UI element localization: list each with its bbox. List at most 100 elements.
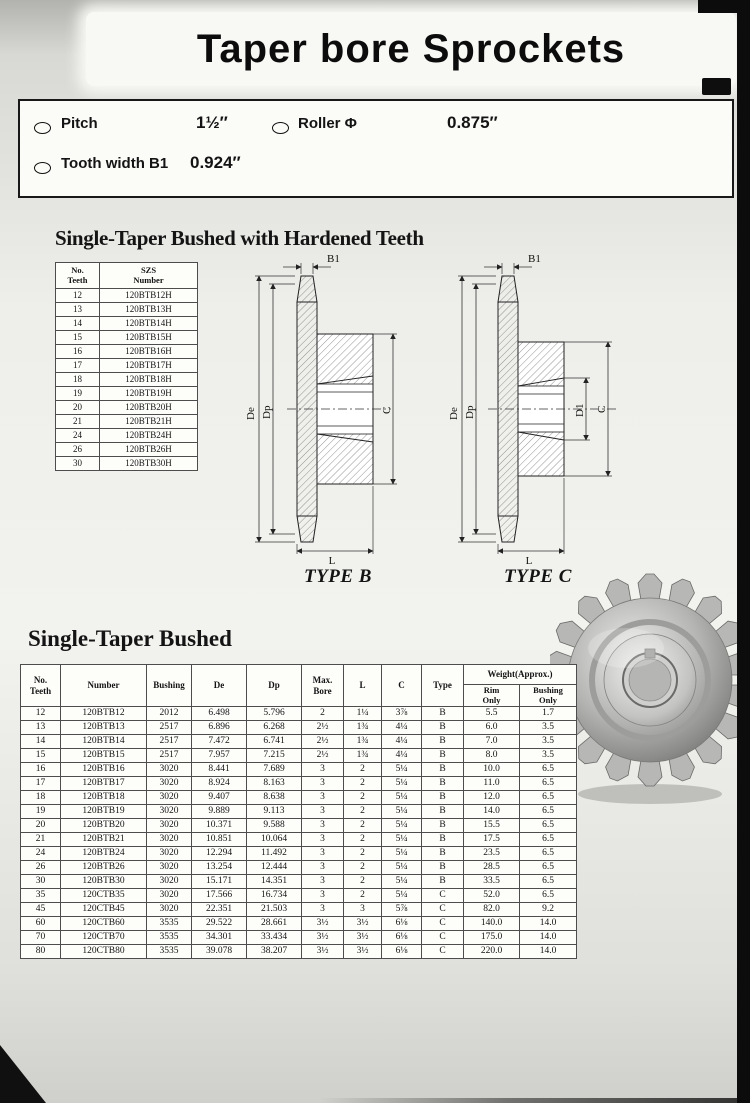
page-title: Taper bore Sprockets xyxy=(196,26,626,71)
table-cell: 3 xyxy=(301,832,344,847)
dim-label-c: C xyxy=(381,407,393,414)
tooth-section-bottom xyxy=(497,515,519,543)
roller-value: 0.875″ xyxy=(447,113,498,132)
table-cell: 2517 xyxy=(146,748,192,763)
table-cell: 6⅛ xyxy=(381,916,422,931)
table-cell: 5¼ xyxy=(381,860,422,875)
table-cell: 5¼ xyxy=(381,790,422,805)
table-cell: 9.113 xyxy=(246,804,302,819)
table-cell: 3½ xyxy=(301,930,344,945)
table-cell: B xyxy=(421,860,464,875)
dim-label-b1: B1 xyxy=(327,254,340,265)
table-cell: 3020 xyxy=(146,776,192,791)
col-header-number: Number xyxy=(60,664,147,707)
table-cell: 16 xyxy=(20,762,61,777)
table-cell: 33.434 xyxy=(246,930,302,945)
table-cell: 175.0 xyxy=(463,930,520,945)
table-cell: 1.7 xyxy=(519,706,577,721)
table-cell: 15 xyxy=(55,330,100,345)
col-header-type: Type xyxy=(421,664,464,707)
table-cell: 17.566 xyxy=(191,888,247,903)
type-c-label: TYPE C xyxy=(504,566,572,587)
col-header-dp: Dp xyxy=(246,664,302,707)
scan-mark xyxy=(702,78,731,95)
highlight xyxy=(588,628,664,668)
col-header-l: L xyxy=(343,664,382,707)
sprocket-photo xyxy=(550,573,750,804)
table-cell: B xyxy=(421,734,464,749)
table-cell: 3 xyxy=(301,804,344,819)
table-cell: 3.5 xyxy=(519,748,577,763)
col-header-no-teeth: No. Teeth xyxy=(20,664,61,707)
pitch-value: 1½″ xyxy=(196,113,228,132)
table-cell: 20 xyxy=(55,400,100,415)
table-cell: B xyxy=(421,874,464,889)
table-cell: 3½ xyxy=(301,916,344,931)
dim-label-dp: Dp xyxy=(464,405,476,419)
table-cell: 120BTB16H xyxy=(99,344,198,359)
table-cell: 22.351 xyxy=(191,902,247,917)
table-cell: 7.689 xyxy=(246,762,302,777)
table-cell: 21.503 xyxy=(246,902,302,917)
table-cell: 2½ xyxy=(301,720,344,735)
table-cell: 6.5 xyxy=(519,874,577,889)
col-header-szs-number: SZS Number xyxy=(99,262,198,289)
table-cell: 17 xyxy=(20,776,61,791)
table-cell: 18 xyxy=(55,372,100,387)
table-cell: 10.0 xyxy=(463,762,520,777)
table-cell: 1¾ xyxy=(343,748,382,763)
table-cell: 17 xyxy=(55,358,100,373)
table-cell: 13 xyxy=(20,720,61,735)
table-cell: 3020 xyxy=(146,790,192,805)
table-cell: 26 xyxy=(55,442,100,457)
table-cell: 60 xyxy=(20,916,61,931)
table-cell: B xyxy=(421,762,464,777)
table-cell: 3020 xyxy=(146,874,192,889)
table-cell: 3535 xyxy=(146,944,192,959)
table-cell: 4¼ xyxy=(381,734,422,749)
table-cell: 6.896 xyxy=(191,720,247,735)
keyway xyxy=(644,648,656,659)
table-cell: 3½ xyxy=(343,930,382,945)
table-cell: 5¼ xyxy=(381,888,422,903)
col-header-max-bore: Max. Bore xyxy=(301,664,344,707)
table-cell: 7.215 xyxy=(246,748,302,763)
table-cell: 5¼ xyxy=(381,818,422,833)
roller-label: Roller Φ xyxy=(298,115,357,132)
table-cell: 120CTB45 xyxy=(60,902,147,917)
table-cell: 35 xyxy=(20,888,61,903)
table-cell: 30 xyxy=(55,456,100,471)
table-cell: 8.163 xyxy=(246,776,302,791)
bullet-icon xyxy=(34,122,51,134)
dim-label-l: L xyxy=(329,555,336,566)
table-cell: 17.5 xyxy=(463,832,520,847)
col-header-rim-only: Rim Only xyxy=(463,684,520,707)
table-cell: 8.0 xyxy=(463,748,520,763)
table-cell: 5¼ xyxy=(381,846,422,861)
table-cell: 12.294 xyxy=(191,846,247,861)
table-cell: 120BTB15H xyxy=(99,330,198,345)
table-cell: 2 xyxy=(343,874,382,889)
table-cell: 120BTB14 xyxy=(60,734,147,749)
dim-label-l: L xyxy=(526,555,533,566)
table-cell: C xyxy=(421,902,464,917)
table-cell: 120BTB19H xyxy=(99,386,198,401)
table-cell: 5¼ xyxy=(381,804,422,819)
table-cell: 23.5 xyxy=(463,846,520,861)
table-cell: C xyxy=(421,930,464,945)
table-cell: 120BTB26H xyxy=(99,442,198,457)
table-cell: 2 xyxy=(343,846,382,861)
table-cell: 1¾ xyxy=(343,720,382,735)
table-cell: 19 xyxy=(55,386,100,401)
scan-corner-bottom-left xyxy=(0,1045,46,1103)
table-cell: 4¼ xyxy=(381,748,422,763)
table-cell: 6.5 xyxy=(519,762,577,777)
table-cell: 15.5 xyxy=(463,818,520,833)
